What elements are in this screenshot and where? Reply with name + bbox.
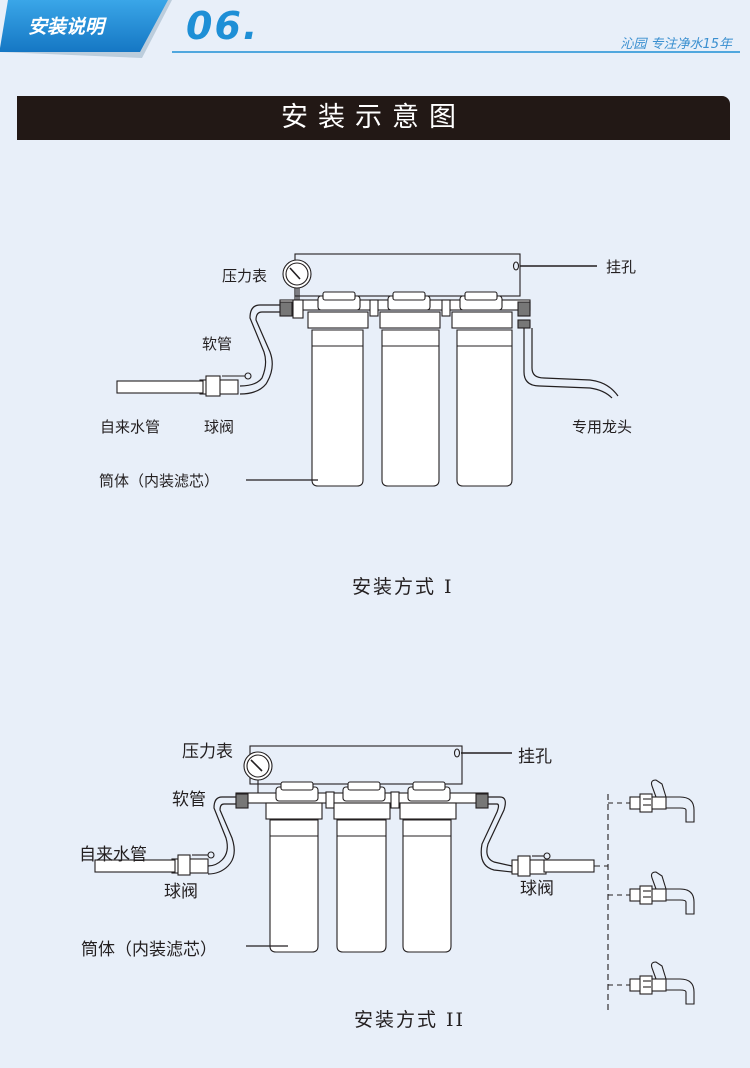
tap-water-pipe (116, 380, 204, 394)
section-number: 06. (186, 4, 260, 48)
gauge-label-2: 压力表 (182, 742, 233, 762)
ball-valve-out-label: 球阀 (520, 879, 554, 899)
faucet-2 (629, 871, 695, 915)
diagram-2 (94, 745, 695, 1010)
hang-hole-marker (512, 261, 520, 271)
page-title: 安装示意图 (281, 102, 466, 133)
hose-label-2: 软管 (172, 790, 206, 810)
header-decoration (0, 0, 740, 58)
title-bar: 安装示意图 (17, 96, 730, 140)
housing-label: 筒体（内装滤芯） (99, 472, 220, 490)
caption-method-2: 安装方式 II (354, 1009, 466, 1031)
brand-tagline: 沁园 专注净水15年 (620, 37, 732, 52)
section-tab-label: 安装说明 (28, 16, 105, 38)
tap-water-label-2: 自来水管 (79, 845, 147, 865)
faucet-1 (629, 779, 695, 823)
housing-label-2: 筒体（内装滤芯） (81, 940, 217, 960)
ball-valve-in-label: 球阀 (164, 882, 198, 902)
hose-label: 软管 (202, 335, 233, 353)
page-header: 安装说明 06. 沁园 专注净水15年 (0, 0, 750, 62)
faucet-label: 专用龙头 (572, 418, 633, 436)
filter-housing-2 (381, 329, 440, 487)
filter-head-1 (307, 291, 369, 329)
pressure-gauge (282, 259, 312, 289)
ball-valve-label: 球阀 (204, 418, 235, 436)
hang-hole-label: 挂孔 (606, 258, 637, 276)
hang-hole-label-2: 挂孔 (518, 747, 552, 767)
filter-housing-1 (311, 329, 364, 487)
faucet-3 (629, 961, 695, 1005)
filter-housing-3 (456, 329, 513, 487)
filter-head-2 (379, 291, 441, 329)
filter-head-3 (451, 291, 513, 329)
caption-method-1: 安装方式 I (352, 576, 454, 598)
diagram-1 (116, 253, 619, 487)
tap-water-label: 自来水管 (100, 418, 161, 436)
gauge-label: 压力表 (222, 267, 268, 285)
